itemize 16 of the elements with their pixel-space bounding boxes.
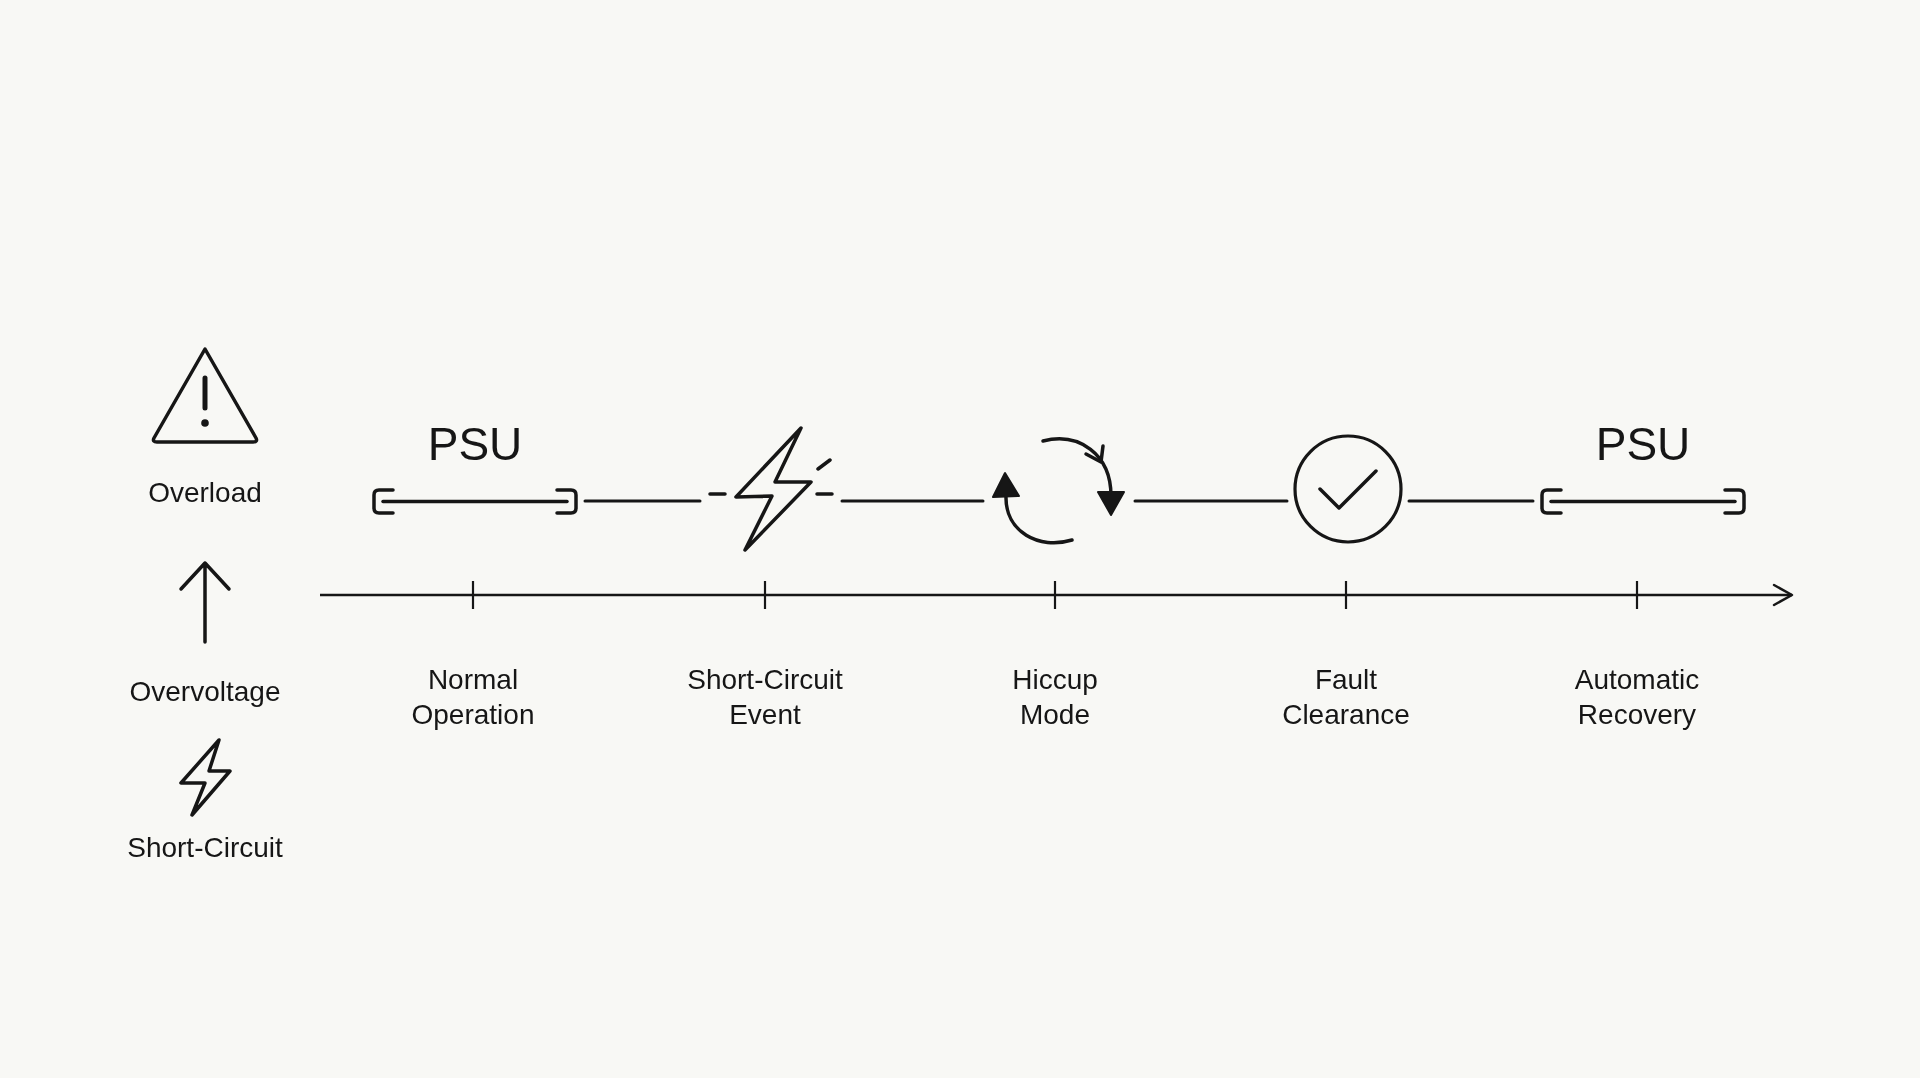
node-label: PSU (1595, 418, 1691, 470)
fault-type-label: Short-Circuit (126, 830, 284, 865)
connector-line (1407, 499, 1535, 503)
phase-label: Fault Clearance (1281, 663, 1411, 732)
connector-line (583, 499, 702, 503)
phase-label: Normal Operation (410, 663, 536, 732)
phase-label: Short-Circuit Event (686, 663, 844, 732)
fault-type-label: Overvoltage (128, 674, 282, 709)
lightning-icon (706, 424, 836, 554)
connector-line (1133, 499, 1289, 503)
phase-label: Automatic Recovery (1573, 663, 1701, 732)
phase-label: Hiccup Mode (1011, 663, 1099, 732)
check-circle-icon (1293, 434, 1403, 544)
node-label: PSU (427, 418, 523, 470)
connector-line (840, 499, 985, 503)
fault-type-label: Overload (147, 475, 263, 510)
